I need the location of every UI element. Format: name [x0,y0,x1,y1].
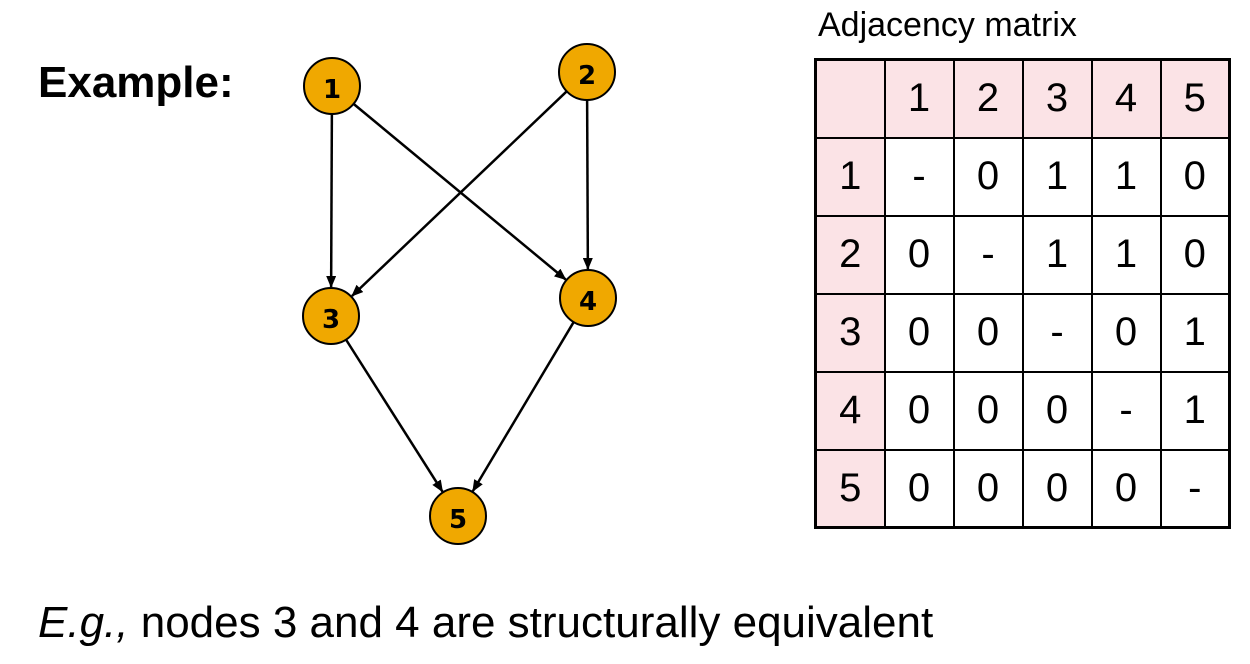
node-label: 3 [322,305,340,335]
matrix-cell: 0 [1159,136,1231,217]
matrix-cell: - [952,214,1024,295]
matrix-row-header: 4 [814,370,886,451]
matrix-cell: 1 [1159,292,1231,373]
matrix-cell: 0 [1021,448,1093,529]
caption: E.g., nodes 3 and 4 are structurally equ… [38,598,933,648]
node-circle [429,487,487,545]
matrix-cell: - [1090,370,1162,451]
matrix-cell: 1 [1021,136,1093,217]
caption-text: nodes 3 and 4 are structurally equivalen… [128,598,934,647]
matrix-row: 5 0 0 0 0 - [814,448,1231,529]
node-label: 2 [578,61,596,91]
node-4: 4 [559,269,617,327]
matrix-cell: 0 [1090,292,1162,373]
edge-3-5 [344,338,444,493]
matrix-col-header: 5 [1159,58,1231,139]
matrix-row: 4 0 0 0 - 1 [814,370,1231,451]
matrix-col-header: 1 [883,58,955,139]
matrix-corner-cell [814,58,886,139]
node-3: 3 [302,287,360,345]
edge-4-5 [471,321,575,492]
node-5: 5 [429,487,487,545]
matrix-cell: 0 [1159,214,1231,295]
matrix-cell: 1 [1159,370,1231,451]
node-circle [558,43,616,101]
matrix-col-header: 4 [1090,58,1162,139]
edge-1-4 [352,102,567,281]
node-circle [559,269,617,327]
matrix-cell: 0 [1021,370,1093,451]
matrix-cell: 0 [883,448,955,529]
node-1: 1 [303,57,361,115]
matrix-row-header: 3 [814,292,886,373]
example-label: Example: [38,58,234,107]
matrix-header-row: 1 2 3 4 5 [814,58,1231,139]
node-label: 4 [579,287,597,317]
node-circle [303,57,361,115]
matrix-row-header: 5 [814,448,886,529]
matrix-title: Adjacency matrix [818,6,1077,44]
node-label: 1 [323,75,341,105]
edge-2-4 [582,99,593,271]
matrix-cell: 1 [1021,214,1093,295]
matrix-cell: 1 [1090,214,1162,295]
node-label: 5 [449,505,467,535]
matrix-cell: 1 [1090,136,1162,217]
matrix-cell: 0 [952,448,1024,529]
matrix-cell: - [1021,292,1093,373]
matrix-cell: 0 [1090,448,1162,529]
edge-2-3 [351,90,568,297]
matrix-cell: 0 [883,292,955,373]
matrix-row-header: 1 [814,136,886,217]
node-2: 2 [558,43,616,101]
adjacency-matrix: 1 2 3 4 5 1 - 0 1 1 0 2 0 - 1 1 0 3 0 0 … [814,58,1231,529]
matrix-row: 2 0 - 1 1 0 [814,214,1231,295]
matrix-row-header: 2 [814,214,886,295]
edge-1-3 [326,113,337,289]
matrix-row: 1 - 0 1 1 0 [814,136,1231,217]
matrix-cell: 0 [952,370,1024,451]
matrix-cell: 0 [952,136,1024,217]
matrix-col-header: 3 [1021,58,1093,139]
matrix-cell: 0 [883,214,955,295]
matrix-col-header: 2 [952,58,1024,139]
matrix-cell: - [883,136,955,217]
graph-diagram: 1 2 3 4 5 [302,43,617,545]
caption-prefix: E.g., [38,598,129,647]
matrix-row: 3 0 0 - 0 1 [814,292,1231,373]
matrix-cell: 0 [952,292,1024,373]
matrix-cell: 0 [883,370,955,451]
matrix-cell: - [1159,448,1231,529]
node-circle [302,287,360,345]
